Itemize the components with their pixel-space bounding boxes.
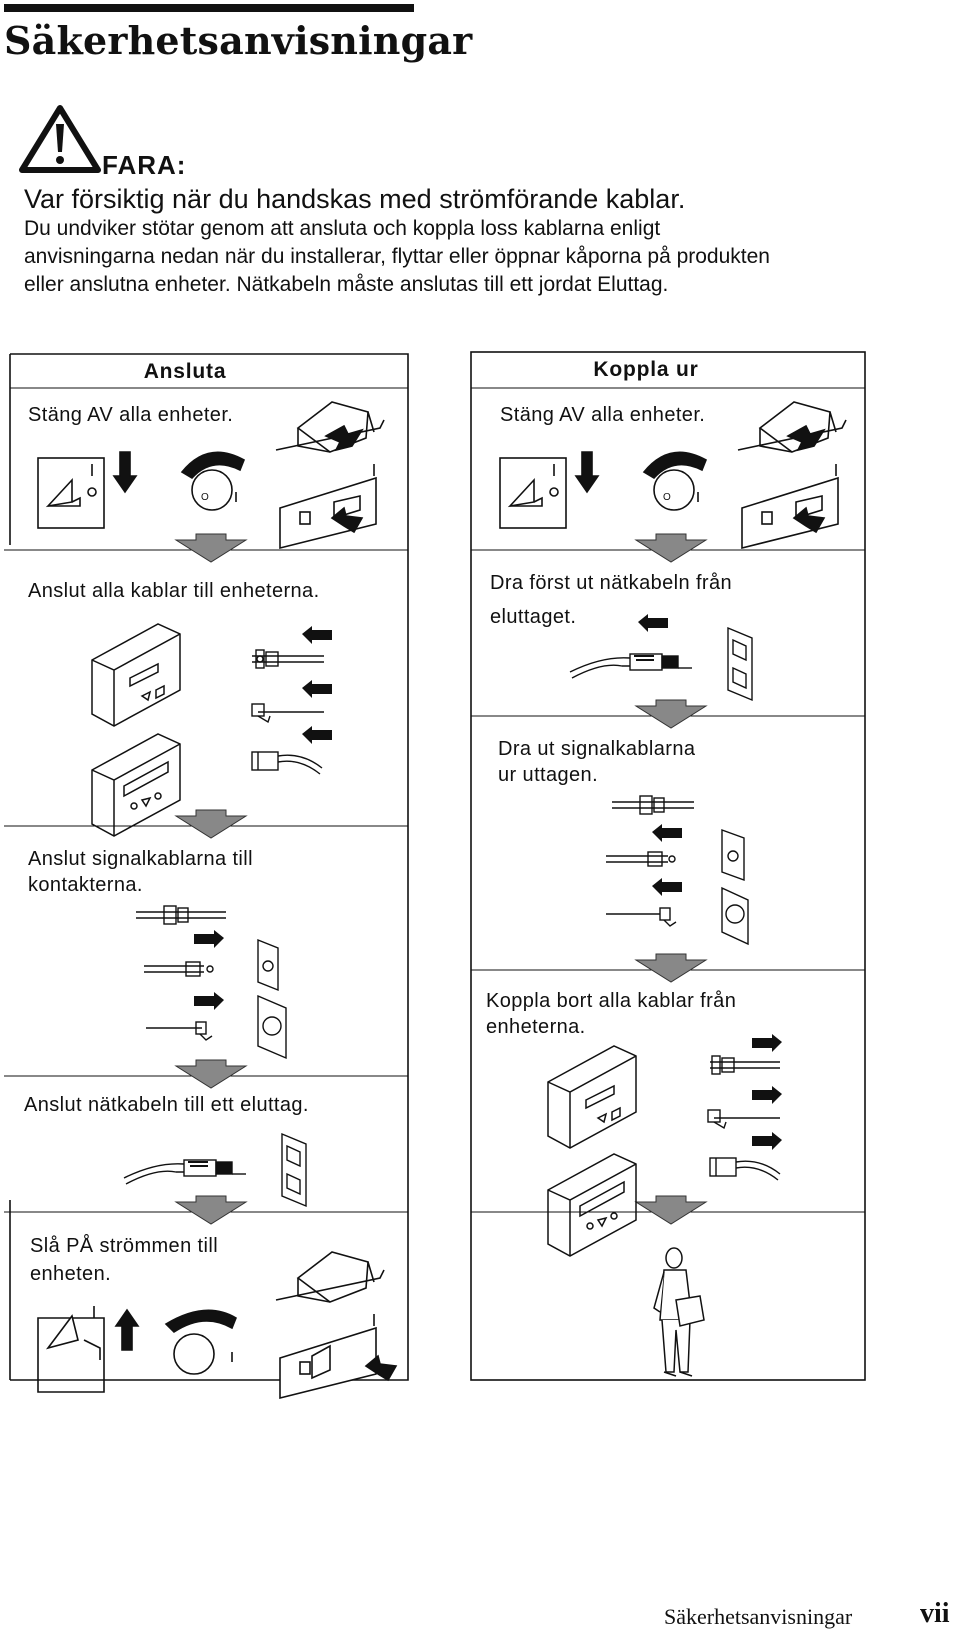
connect-step-1: Stäng AV alla enheter. (28, 404, 234, 426)
appliance-icon (296, 401, 369, 453)
title-rule (4, 4, 414, 12)
step-arrow-icon (634, 699, 708, 729)
page-number: vii (920, 1598, 950, 1629)
devices-icon (91, 623, 181, 837)
appliance-icon (296, 1251, 369, 1303)
step-arrow-icon (174, 533, 248, 563)
devices-icon (547, 1045, 637, 1257)
connect-step-5: Slå PÅ strömmen till enheten. (30, 1235, 219, 1285)
right-arrow-icon (752, 1132, 782, 1150)
right-arrow-icon (194, 930, 224, 948)
left-arrow-icon (302, 726, 332, 744)
wall-outlet-icon (257, 938, 279, 992)
left-arrow-icon (302, 680, 332, 698)
right-arrow-icon (752, 1034, 782, 1052)
step-arrow-icon (634, 533, 708, 563)
wall-outlet-icon (721, 886, 749, 946)
left-arrow-icon (638, 614, 668, 632)
step-arrow-icon (634, 953, 708, 983)
pointer-arrow-icon (330, 506, 364, 534)
step-arrow-icon (174, 1059, 248, 1089)
person-carrying-box-icon (653, 1247, 705, 1377)
connect-panel-frame (9, 353, 409, 1381)
pointer-arrow-icon (324, 424, 364, 452)
danger-headline: Var försiktig när du handskas med strömf… (24, 184, 686, 214)
left-arrow-icon (652, 824, 682, 842)
connect-heading: Ansluta (143, 360, 227, 383)
page-title: Säkerhetsanvisningar (4, 18, 473, 63)
right-arrow-icon (194, 992, 224, 1010)
step-arrow-icon (634, 1195, 708, 1225)
disconnect-step-3: Dra ut signalkablarna ur uttagen. (498, 738, 696, 786)
danger-body-text: Du undviker stötar genom att ansluta och… (24, 217, 770, 296)
disconnect-step-2: Dra först ut nätkabeln från eluttaget. (490, 572, 733, 628)
disconnect-heading: Koppla ur (593, 358, 699, 381)
footer-section-title: Säkerhetsanvisningar (664, 1604, 853, 1629)
pointer-arrow-icon (364, 1354, 398, 1382)
power-switch-icon (37, 1317, 105, 1393)
disconnect-step-4: Koppla bort alla kablar från enheterna. (486, 990, 737, 1038)
disconnect-step-1: Stäng AV alla enheter. (500, 404, 706, 426)
danger-label: FARA: (102, 150, 187, 180)
connect-step-3: Anslut signalkablarna till kontakterna. (28, 848, 253, 896)
connect-step-2: Anslut alla kablar till enheterna. (28, 580, 320, 602)
up-arrow-icon (114, 1308, 140, 1351)
wall-outlet-icon (721, 829, 745, 881)
power-switch-icon (37, 457, 105, 529)
svg-text:O: O (201, 492, 209, 503)
disconnect-panel-frame (470, 351, 866, 1381)
rotary-knob-icon (173, 1333, 215, 1375)
left-arrow-icon (652, 878, 682, 896)
down-arrow-icon (112, 451, 138, 494)
step-arrow-icon (174, 809, 248, 839)
step-arrow-icon (174, 1195, 248, 1225)
left-arrow-icon (302, 626, 332, 644)
rotary-knob-icon (191, 469, 233, 511)
connect-step-4: Anslut nätkabeln till ett eluttag. (24, 1094, 309, 1116)
wall-outlet-icon (281, 1132, 307, 1208)
wall-outlet-icon (257, 994, 287, 1060)
right-arrow-icon (752, 1086, 782, 1104)
